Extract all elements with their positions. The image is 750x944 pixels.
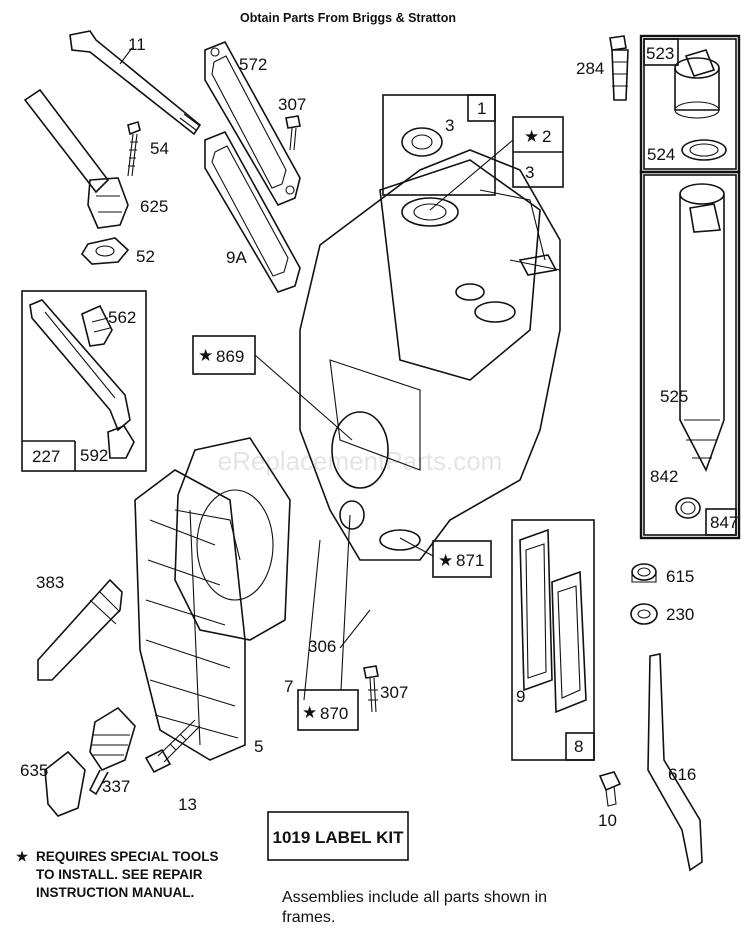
callout-10: 10 — [598, 811, 617, 830]
callout-307-top: 307 — [278, 95, 306, 114]
callout-625: 625 — [140, 197, 168, 216]
callout-523: 523 — [646, 44, 674, 63]
callout-7: 7 — [284, 677, 293, 696]
star-icon: ★ — [198, 346, 213, 365]
callout-1: 1 — [477, 99, 486, 118]
spark-plug-part — [88, 706, 136, 796]
seal-part-524 — [681, 139, 727, 161]
callout-54: 54 — [150, 139, 169, 158]
watermark: eReplacementParts.com — [218, 446, 503, 476]
footer-line1: Assemblies include all parts shown in — [282, 889, 547, 906]
callout-2: 2 — [542, 127, 551, 146]
callout-9a: 9A — [226, 248, 247, 267]
frame-523-label-box — [643, 38, 679, 66]
callout-307-bottom: 307 — [380, 683, 408, 702]
intake-gasket-part — [204, 40, 301, 207]
nut-part-615 — [631, 563, 657, 583]
callout-615: 615 — [666, 567, 694, 586]
star-icon: ★ — [302, 703, 317, 722]
screw-part-54 — [127, 120, 141, 177]
callout-337: 337 — [102, 777, 130, 796]
star-icon: ★ — [524, 127, 539, 146]
callout-871: 871 — [456, 551, 484, 570]
star-icon: ★ — [438, 551, 453, 570]
plug-part-10 — [598, 771, 622, 807]
plug-part-284 — [609, 35, 629, 101]
gasket-part-52 — [80, 237, 130, 265]
callout-227: 227 — [32, 447, 60, 466]
cover-gasket-part-9 — [519, 528, 587, 714]
crank-part-616 — [647, 653, 703, 872]
dipstick-tube-part — [69, 30, 202, 136]
frame-1-label-box — [467, 94, 496, 122]
callout-562: 562 — [108, 308, 136, 327]
bolt-part-13 — [144, 719, 201, 774]
frame-523-inner — [643, 38, 737, 170]
callout-3: 3 — [445, 116, 454, 135]
callout-8: 8 — [574, 737, 583, 756]
callout-383: 383 — [36, 573, 64, 592]
callout-842: 842 — [650, 467, 678, 486]
callout-9: 9 — [516, 687, 525, 706]
intake-gasket-9a-part — [204, 130, 301, 293]
special-tools-note-line2: TO INSTALL. SEE REPAIR — [36, 867, 203, 882]
o-ring-part-842 — [675, 497, 701, 519]
diagram-header: Obtain Parts From Briggs & Stratton — [240, 11, 456, 25]
label-kit-box — [267, 811, 409, 861]
frame-847-label-box — [705, 508, 737, 536]
callout-869: 869 — [216, 347, 244, 366]
callout-847: 847 — [710, 513, 738, 532]
callout-11: 11 — [128, 35, 146, 54]
frame-8-label-box — [565, 732, 595, 761]
cap-part-523 — [674, 49, 720, 119]
frame-227 — [21, 290, 147, 472]
throttle-lever-part — [37, 578, 123, 681]
star-box-870 — [297, 689, 359, 731]
frame-847 — [639, 170, 741, 540]
callout-572: 572 — [239, 55, 267, 74]
frame-8 — [511, 519, 595, 761]
frame-847-inner — [643, 174, 737, 536]
footer-line2: frames. — [282, 909, 335, 926]
callout-524: 524 — [647, 145, 675, 164]
special-tools-note-line1: REQUIRES SPECIAL TOOLS — [36, 849, 219, 864]
callout-284: 284 — [576, 59, 604, 78]
callout-870: 870 — [320, 704, 348, 723]
bearing-part-3 — [401, 127, 443, 157]
callout-616: 616 — [668, 765, 696, 784]
callout-52: 52 — [136, 247, 155, 266]
frame-1 — [382, 94, 496, 196]
engine-block-part — [299, 149, 561, 561]
callout-635: 635 — [20, 761, 48, 780]
spark-plug-boot-part — [44, 750, 86, 817]
callout-230: 230 — [666, 605, 694, 624]
callout-13: 13 — [178, 795, 197, 814]
star-box-871 — [432, 540, 492, 578]
star-icon: ★ — [16, 849, 29, 864]
oil-fill-tube-part — [679, 183, 725, 472]
screw-part-307-top — [285, 115, 301, 151]
leader-lines — [254, 139, 514, 701]
callout-525: 525 — [660, 387, 688, 406]
cylinder-head-part — [134, 469, 246, 761]
washer-part-230 — [630, 603, 658, 625]
special-tools-note-line3: INSTRUCTION MANUAL. — [36, 885, 194, 900]
head-gasket-part — [174, 437, 291, 641]
label-kit-text: 1019 LABEL KIT — [272, 828, 404, 847]
screw-part-307-bottom — [363, 665, 379, 713]
governor-lever-part — [29, 299, 135, 459]
breather-tube-part — [23, 88, 129, 229]
callout-306: 306 — [308, 637, 336, 656]
callout-592: 592 — [80, 446, 108, 465]
callout-3-frame: 3 — [525, 163, 534, 182]
callout-5: 5 — [254, 737, 263, 756]
